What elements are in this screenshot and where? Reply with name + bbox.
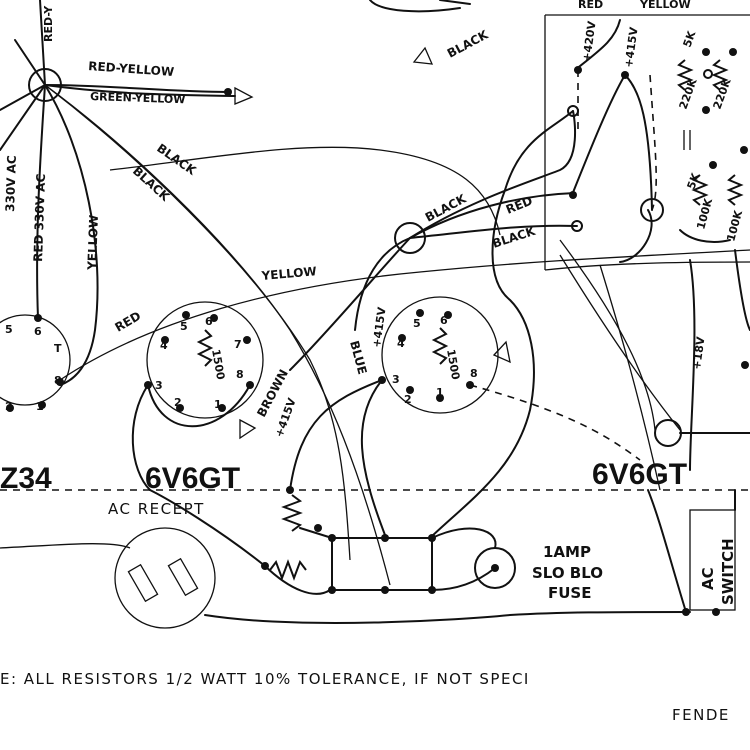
svg-text:8: 8	[470, 367, 478, 380]
r220k-2: 220K	[711, 77, 734, 111]
tube-label-z34: Z34	[0, 462, 52, 495]
voltage-415-top: +415V	[622, 26, 641, 69]
label-red-1: RED	[504, 194, 535, 217]
fuse-label-line3: FUSE	[548, 584, 591, 602]
tube-label-v2: 6V6GT	[592, 458, 687, 491]
svg-text:3: 3	[155, 379, 163, 392]
label-red-330v-ac: RED 330V AC	[31, 173, 48, 262]
label-green-yellow: GREEN-YELLOW	[90, 90, 186, 106]
label-red-top: RED	[578, 0, 603, 11]
svg-text:2: 2	[5, 400, 13, 413]
svg-text:6: 6	[440, 314, 448, 327]
fuse-label-line1: 1AMP	[543, 543, 591, 561]
svg-text:6: 6	[205, 315, 213, 328]
v2-resistor-value: 1500	[444, 348, 462, 381]
svg-text:8: 8	[54, 374, 62, 387]
voltage-420: +420V	[580, 20, 599, 63]
left-socket: 6 5 T 8 1 2	[0, 314, 71, 413]
label-blue: BLUE	[347, 339, 369, 376]
voltage-415-v2: +415V	[370, 306, 389, 349]
r220k-1: 220K	[677, 77, 700, 111]
label-black-top: BLACK	[445, 27, 491, 60]
svg-text:7: 7	[234, 338, 242, 351]
label-red-corner: RED-Y	[42, 5, 55, 42]
footer-brand: FENDE	[672, 706, 730, 724]
top-wiring	[369, 0, 750, 471]
svg-text:5: 5	[180, 320, 188, 333]
tube-socket-v1: 5 6 4 7 3 8 2 1 1500	[131, 301, 264, 491]
svg-text:T: T	[54, 342, 62, 355]
r5k-2: 5K	[685, 171, 703, 191]
svg-text:8: 8	[236, 368, 244, 381]
r100k-2: 100K	[724, 209, 745, 243]
svg-text:1: 1	[436, 386, 444, 399]
ac-recept-label: AC RECEPT	[108, 500, 205, 518]
voltage-415-v1: +415V	[273, 396, 299, 439]
ac-switch-label-1: AC	[699, 567, 717, 590]
label-yellow-top: YELLOW	[639, 0, 691, 11]
voltage-18: +18V	[690, 335, 708, 370]
svg-text:4: 4	[160, 339, 168, 352]
transformer-lead-hub	[0, 0, 391, 586]
svg-text:5: 5	[413, 317, 421, 330]
svg-text:2: 2	[404, 393, 412, 406]
svg-text:3: 3	[392, 373, 400, 386]
label-330v-ac: 330V AC	[3, 155, 19, 212]
label-red-2: RED	[113, 309, 144, 335]
svg-text:2: 2	[174, 396, 182, 409]
tube-label-v1: 6V6GT	[145, 462, 240, 495]
svg-text:6: 6	[34, 325, 42, 338]
svg-text:5: 5	[5, 323, 13, 336]
label-black-2: BLACK	[130, 164, 173, 204]
label-red-yellow: RED-YELLOW	[88, 59, 175, 79]
svg-text:1: 1	[214, 398, 222, 411]
label-yellow-1: YELLOW	[260, 264, 317, 283]
tube-socket-v2: 5 6 4 3 2 1 8 1500	[289, 296, 641, 536]
footer-note: E: ALL RESISTORS 1/2 WATT 10% TOLERANCE,…	[0, 670, 530, 688]
fuse-label-line2: SLO BLO	[532, 564, 603, 582]
r5k: 5K	[681, 29, 699, 49]
svg-text:4: 4	[397, 337, 405, 350]
svg-text:1: 1	[36, 400, 44, 413]
ac-switch-label-2: SWITCH	[719, 538, 737, 605]
label-yellow-2: YELLOW	[85, 214, 101, 271]
power-section	[0, 254, 750, 629]
v1-resistor-value: 1500	[209, 348, 227, 381]
